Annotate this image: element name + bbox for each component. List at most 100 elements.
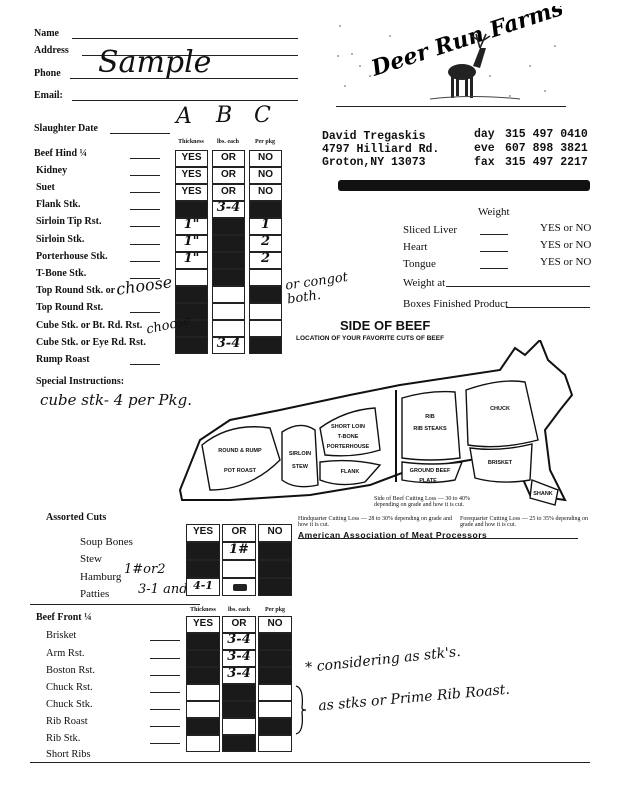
assorted-yes[interactable]: YES bbox=[186, 524, 220, 542]
front-line-chuck-rst[interactable] bbox=[150, 692, 180, 693]
hind-row-sirloin: Sirloin Stk. bbox=[36, 234, 85, 245]
hind-porter-b bbox=[212, 252, 245, 269]
assorted-soup-b[interactable]: 1# bbox=[222, 542, 256, 560]
association-rule bbox=[298, 538, 578, 539]
hind-cubebt-b[interactable] bbox=[212, 320, 245, 337]
front-ribstk-a[interactable] bbox=[186, 735, 220, 752]
hind-suet-yes[interactable]: YES bbox=[175, 184, 208, 201]
phone-day-number: 315 497 0410 bbox=[505, 128, 588, 141]
front-row-boston: Boston Rst. bbox=[46, 665, 96, 676]
front-arm-b[interactable]: 3-4 bbox=[222, 650, 256, 667]
weight-answer-liver[interactable]: YES or NO bbox=[540, 222, 592, 234]
hind-line-flank[interactable] bbox=[130, 209, 160, 210]
hind-siptip-c[interactable]: 1 bbox=[249, 218, 282, 235]
hind-cubeeye-b[interactable]: 3-4 bbox=[212, 337, 245, 354]
front-chuckrst-c[interactable] bbox=[258, 684, 292, 701]
hind-line-sirloin-tip[interactable] bbox=[130, 226, 160, 227]
hind-toprnd-b[interactable] bbox=[212, 286, 245, 303]
hind-line-suet[interactable] bbox=[130, 192, 160, 193]
front-chuckrst-a[interactable] bbox=[186, 684, 220, 701]
hind-sirloin-a[interactable]: 1" bbox=[175, 235, 208, 252]
lbl-ground-beef: GROUND BEEF bbox=[410, 468, 451, 474]
front-boston-b[interactable]: 3-4 bbox=[222, 667, 256, 684]
boxes-line[interactable] bbox=[506, 307, 590, 308]
weight-at-line[interactable] bbox=[446, 286, 590, 287]
hind-line-kidney[interactable] bbox=[130, 175, 160, 176]
hind-row-flank: Flank Stk. bbox=[36, 199, 81, 210]
hind-toprst-c[interactable] bbox=[249, 303, 282, 320]
front-no[interactable]: NO bbox=[258, 616, 292, 633]
farm-logo: Deer Run Farms bbox=[330, 0, 567, 110]
hind-toprst-b[interactable] bbox=[212, 303, 245, 320]
hind-porter-c[interactable]: 2 bbox=[249, 252, 282, 269]
front-brisket-b[interactable]: 3-4 bbox=[222, 633, 256, 650]
weight-line-heart[interactable] bbox=[480, 251, 508, 252]
assorted-patties-a[interactable]: 4-1 bbox=[186, 578, 220, 596]
front-yes[interactable]: YES bbox=[186, 616, 220, 633]
hind-kidney-yes[interactable]: YES bbox=[175, 150, 208, 167]
weight-line-tongue[interactable] bbox=[480, 268, 508, 269]
front-chuckstk-c[interactable] bbox=[258, 701, 292, 718]
phone-line[interactable] bbox=[70, 78, 298, 79]
lbl-pot-roast: POT ROAST bbox=[224, 468, 257, 474]
redaction-bar bbox=[338, 180, 590, 191]
lbl-rib-steaks: RIB STEAKS bbox=[413, 426, 447, 432]
scribble-mark bbox=[233, 584, 247, 591]
phone-label: Phone bbox=[34, 68, 61, 79]
front-line-rib-stk[interactable] bbox=[150, 743, 180, 744]
lbl-shank: SHANK bbox=[533, 491, 553, 497]
hind-line-tbone[interactable] bbox=[130, 278, 160, 279]
front-row-arm: Arm Rst. bbox=[46, 648, 85, 659]
front-line-chuck-stk[interactable] bbox=[150, 709, 180, 710]
handwritten-sample: Sample bbox=[98, 45, 212, 80]
address-line[interactable] bbox=[82, 55, 298, 56]
weight-row-tongue: Tongue bbox=[403, 258, 436, 270]
cut-brisket bbox=[469, 443, 533, 483]
hind-sirloin-c[interactable]: 2 bbox=[249, 235, 282, 252]
front-ribroast-b[interactable] bbox=[222, 718, 256, 735]
hind-tbone-c[interactable] bbox=[249, 269, 282, 286]
special-note: cube stk- 4 per Pkg. bbox=[40, 391, 192, 409]
assorted-patties-b[interactable] bbox=[222, 578, 256, 596]
weight-line-liver[interactable] bbox=[480, 234, 508, 235]
front-line-boston[interactable] bbox=[150, 675, 180, 676]
front-ribstk-c[interactable] bbox=[258, 735, 292, 752]
front-chuckstk-a[interactable] bbox=[186, 701, 220, 718]
email-line[interactable] bbox=[72, 100, 298, 101]
hind-flank-b[interactable]: 3-4 bbox=[212, 201, 245, 218]
front-brisket-a bbox=[186, 633, 220, 650]
hind-line-porter[interactable] bbox=[130, 261, 160, 262]
front-ribstk-b bbox=[222, 735, 256, 752]
hind-kidney2-no[interactable]: NO bbox=[249, 167, 282, 184]
front-line-rib-roast[interactable] bbox=[150, 726, 180, 727]
hind-siptip-a[interactable]: 1" bbox=[175, 218, 208, 235]
hind-line-rump[interactable] bbox=[130, 364, 160, 365]
front-line-brisket[interactable] bbox=[150, 640, 180, 641]
hind-line-top-round-rst[interactable] bbox=[130, 312, 160, 313]
front-line-arm[interactable] bbox=[150, 658, 180, 659]
hind-porter-a[interactable]: 1" bbox=[175, 252, 208, 269]
hamburg-note: 1#or2 bbox=[124, 562, 166, 577]
hind-toprnd-a bbox=[175, 286, 208, 303]
hind-cubebt-c[interactable] bbox=[249, 320, 282, 337]
hind-line-sirloin[interactable] bbox=[130, 244, 160, 245]
weight-answer-heart[interactable]: YES or NO bbox=[540, 239, 592, 251]
name-label: Name bbox=[34, 28, 59, 39]
assorted-stew-b[interactable] bbox=[222, 560, 256, 578]
front-chuckrst-b bbox=[222, 684, 256, 701]
front-header-lbs: lbs. each bbox=[227, 607, 250, 613]
hind-kidney-no[interactable]: NO bbox=[249, 150, 282, 167]
assorted-row-patties: Patties bbox=[80, 588, 110, 600]
weight-answer-tongue[interactable]: YES or NO bbox=[540, 256, 592, 268]
hind-kidney2-yes[interactable]: YES bbox=[175, 167, 208, 184]
hind-tbone-a[interactable] bbox=[175, 269, 208, 286]
cut-plate bbox=[401, 461, 464, 484]
name-line[interactable] bbox=[72, 38, 298, 39]
forequarter-cutting-loss: Forequarter Cutting Loss — 25 to 35% dep… bbox=[460, 516, 588, 528]
hind-tbone-b bbox=[212, 269, 245, 286]
slaughter-date-line[interactable] bbox=[110, 133, 170, 134]
diagram-subtitle: LOCATION OF YOUR FAVORITE CUTS OF BEEF bbox=[296, 335, 445, 342]
weight-at-label: Weight at bbox=[403, 277, 446, 289]
hind-suet-no[interactable]: NO bbox=[249, 184, 282, 201]
assorted-no[interactable]: NO bbox=[258, 524, 292, 542]
